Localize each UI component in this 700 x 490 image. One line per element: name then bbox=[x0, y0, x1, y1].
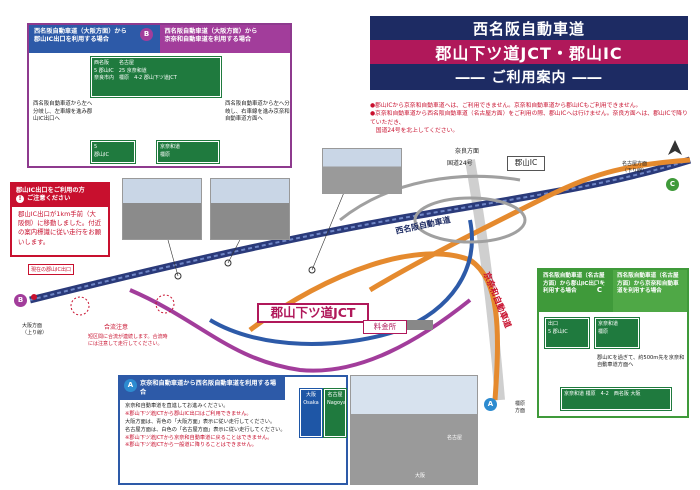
box-c-sign-exit: 出口 5 郡山IC bbox=[544, 317, 590, 349]
ic-loop bbox=[413, 196, 527, 244]
box-a-sign-osaka: 大阪 Osaka bbox=[299, 388, 323, 438]
box-c-sign-keinawa: 京奈和道 橿原 bbox=[594, 317, 640, 349]
marker-c-map: C bbox=[666, 178, 679, 191]
label-current-exit: 現在の郡山IC出口 bbox=[28, 264, 74, 275]
box-a-sign-nagoya: 名古屋 Nagoya bbox=[323, 388, 347, 438]
notice-line: ●郡山ICから京奈和自動車道へは、ご利用できません。京奈和自動車道から郡山ICも… bbox=[370, 103, 642, 109]
box-b-sign-right: 京奈和道 橿原 bbox=[156, 140, 220, 164]
box-a-guide: 京奈和自動車道から西名阪自動車道を利用する場合 京奈和自動車道を直進してお進みく… bbox=[118, 375, 348, 485]
box-b-right-header: 西名阪自動車道（大阪方面）から 京奈和自動車道を利用する場合 bbox=[159, 25, 290, 53]
ramp-purple bbox=[129, 288, 472, 373]
label-osaka: 大阪方面 （上り線） bbox=[22, 323, 48, 336]
photo-exit-view-1 bbox=[122, 178, 202, 240]
warning-header-1: 郡山IC出口をご利用の方 bbox=[16, 187, 85, 194]
keinawa-expressway bbox=[248, 251, 500, 401]
box-c-sign-bottom: 京奈和道 橿原 4-2 西名阪 大阪 bbox=[560, 387, 672, 411]
warning-body: 郡山IC出口が1km手前（大阪側）に移動しました。付近の案内標識に従い走行をお願… bbox=[18, 209, 102, 246]
label-nagoya: 名古屋方面 （下り線） bbox=[622, 161, 648, 174]
box-b-left-note: 西名阪自動車道から左へ分岐し、左車線を進み郡山IC出口へ bbox=[33, 101, 93, 123]
label-kashihara: 橿原 方面 bbox=[515, 401, 526, 414]
marker-b-map: B bbox=[14, 294, 27, 307]
ic-loop-road bbox=[339, 174, 521, 222]
label-ic: 郡山IC bbox=[507, 156, 545, 171]
photo-jct-view bbox=[322, 148, 402, 194]
label-jct: 郡山下ツ道JCT bbox=[257, 303, 369, 323]
label-merge-note: 短区間に合流が連続します。合流時には注意して走行してください。 bbox=[88, 334, 168, 347]
label-toll: 料金所 bbox=[363, 320, 407, 334]
box-b-overhead-sign: 西名阪 名古屋 5 郡山IC 25 京奈和道 奈良市内 橿原 4-2 郡山下ツ道… bbox=[90, 56, 222, 98]
title-block: 西名阪自動車道 郡山下ツ道JCT・郡山IC ―― ご利用案内 ―― bbox=[370, 16, 688, 96]
notice-line: ●京奈和自動車道から西名阪自動車道（名古屋方面）をご利用の際、郡山ICへは行けま… bbox=[370, 111, 688, 126]
box-warning: 郡山IC出口をご利用の方 !ご注意ください 郡山IC出口が1km手前（大阪側）に… bbox=[10, 182, 110, 257]
marker-a-map: A bbox=[484, 398, 497, 411]
box-b-guide: 西名阪自動車道（大阪方面）から 郡山IC出口を利用する場合 西名阪自動車道（大阪… bbox=[27, 23, 292, 168]
box-a-body: 京奈和自動車道を直進してお進みください。 ※郡山下ツ道JCTから郡山IC出口はご… bbox=[125, 403, 286, 449]
box-b-sign-left: 5 郡山IC bbox=[90, 140, 136, 164]
marker-a: A bbox=[124, 379, 137, 392]
marker-b: B bbox=[140, 28, 153, 41]
label-merge-caution: 合流注意 bbox=[104, 324, 129, 331]
box-b-right-note: 西名阪自動車道から左へ分岐し、右車線を進み京奈和自動車道方面へ bbox=[225, 101, 290, 123]
photo-exit-view-2 bbox=[210, 178, 290, 240]
photo-toll-view: 名古屋 大阪 bbox=[350, 375, 478, 485]
label-nara: 奈良方面 bbox=[455, 148, 480, 155]
toll-plaza-shape bbox=[405, 320, 433, 330]
warning-header-2: !ご注意ください bbox=[16, 195, 104, 204]
box-c-guide: 西名阪自動車道（名古屋方面）から郡山IC出口を利用する場合 西名阪自動車道（名古… bbox=[537, 268, 689, 418]
marker-c: C bbox=[593, 284, 606, 297]
box-c-right-header: 西名阪自動車道（名古屋方面）から京奈和自動車道を利用する場合 bbox=[613, 270, 687, 312]
label-route-24: 国道24号 bbox=[447, 160, 473, 167]
notice-line: 国道24号を北上してください。 bbox=[370, 128, 459, 135]
box-c-note: 郡山ICを過ぎて、約500m先を京奈和自動車道方面へ bbox=[597, 355, 685, 369]
notice-text: ●郡山ICから京奈和自動車道へは、ご利用できません。京奈和自動車道から郡山ICも… bbox=[370, 102, 690, 136]
title-jct: 郡山下ツ道JCT・郡山IC bbox=[370, 40, 688, 64]
north-arrow bbox=[668, 140, 682, 155]
keinawa-ramp-north bbox=[368, 157, 691, 293]
title-road: 西名阪自動車道 bbox=[370, 16, 688, 40]
warning-icon: ! bbox=[16, 195, 24, 204]
title-guide: ―― ご利用案内 ―― bbox=[370, 64, 688, 90]
box-b-left-header: 西名阪自動車道（大阪方面）から 郡山IC出口を利用する場合 bbox=[29, 25, 160, 53]
box-a-header: 京奈和自動車道から西名阪自動車道を利用する場合 bbox=[120, 377, 285, 401]
